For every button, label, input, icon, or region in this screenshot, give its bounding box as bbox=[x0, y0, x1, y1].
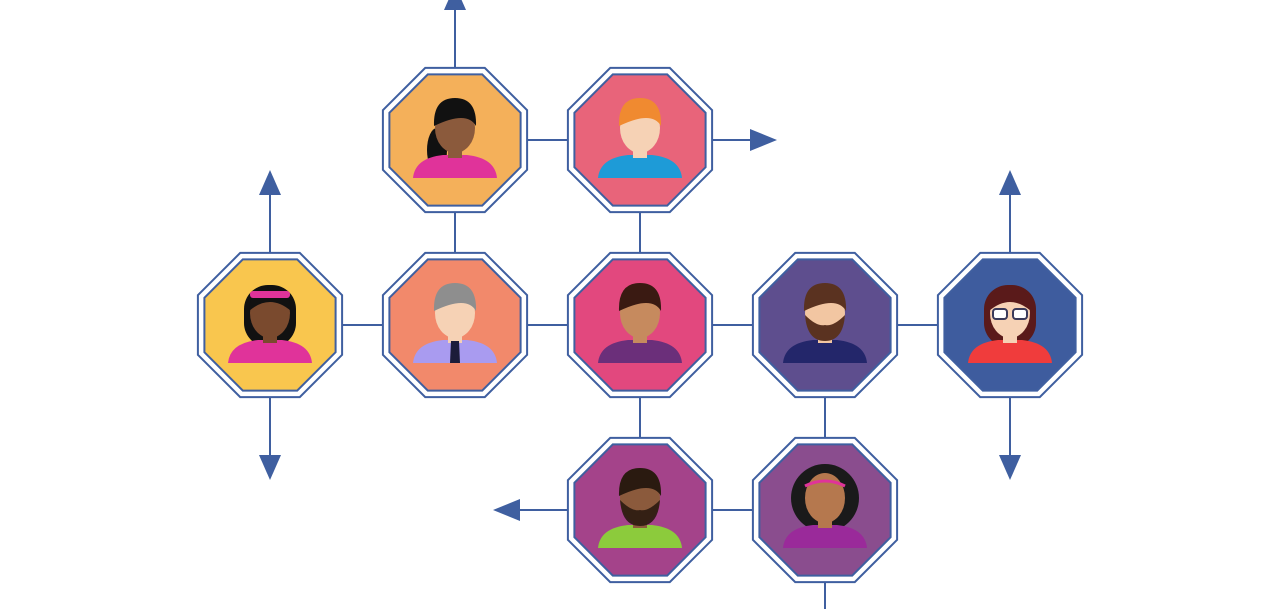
arrow-head-icon bbox=[999, 170, 1021, 195]
hair bbox=[618, 98, 662, 126]
arrow-head-icon bbox=[750, 129, 777, 151]
avatar-icon bbox=[228, 285, 312, 363]
beard bbox=[620, 500, 660, 526]
hair bbox=[433, 98, 477, 126]
avatar-icon bbox=[413, 98, 497, 178]
person-node bbox=[381, 66, 529, 214]
person-node bbox=[751, 251, 899, 399]
avatar-icon bbox=[968, 285, 1052, 363]
arrow-head-icon bbox=[999, 455, 1021, 480]
shirt bbox=[598, 155, 682, 178]
hair bbox=[803, 283, 847, 311]
beard bbox=[805, 315, 845, 341]
hair bbox=[989, 287, 1031, 311]
shirt bbox=[598, 340, 682, 363]
avatar-icon bbox=[783, 283, 867, 363]
person-node bbox=[381, 251, 529, 399]
hair bbox=[618, 283, 662, 311]
glasses-icon bbox=[992, 308, 1008, 320]
arrow-head-icon bbox=[493, 499, 520, 521]
arrow-head-icon bbox=[259, 455, 281, 480]
person-node bbox=[566, 66, 714, 214]
shirt bbox=[413, 155, 497, 178]
shirt bbox=[783, 525, 867, 548]
shirt bbox=[228, 340, 312, 363]
person-node bbox=[566, 251, 714, 399]
avatar-icon bbox=[598, 283, 682, 363]
shirt bbox=[598, 525, 682, 548]
hair bbox=[618, 468, 662, 496]
avatar-icon bbox=[413, 283, 497, 363]
person-node bbox=[196, 251, 344, 399]
person-node bbox=[751, 436, 899, 584]
headband bbox=[804, 479, 846, 488]
headband bbox=[250, 291, 290, 298]
avatar-icon bbox=[598, 468, 682, 548]
arrow-head-icon bbox=[444, 0, 466, 10]
shirt bbox=[968, 340, 1052, 363]
avatar-icon bbox=[598, 98, 682, 178]
person-nodes bbox=[196, 66, 1084, 584]
tie-icon bbox=[450, 341, 460, 363]
avatar-icon bbox=[783, 464, 867, 548]
face bbox=[805, 473, 845, 523]
person-node bbox=[566, 436, 714, 584]
hair bbox=[433, 283, 477, 311]
arrow-head-icon bbox=[259, 170, 281, 195]
person-node bbox=[936, 251, 1084, 399]
glasses-icon bbox=[1012, 308, 1028, 320]
shirt bbox=[783, 340, 867, 363]
